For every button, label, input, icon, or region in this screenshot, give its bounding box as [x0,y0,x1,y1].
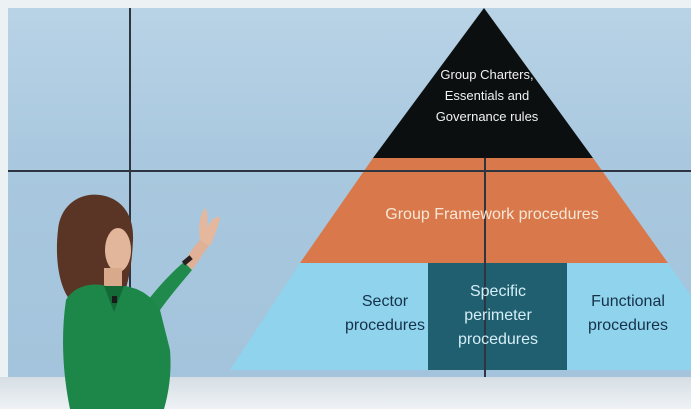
specific-line-2: perimeter [464,307,532,324]
presenter-blouse [63,284,171,409]
functional-line-2: procedures [587,317,669,334]
functional-procedures-label: Functional procedures [566,290,690,338]
specific-line-1: Specific [469,283,527,300]
sector-procedures-label: Sector procedures [330,290,440,338]
screen-seam-vertical-right [484,158,486,377]
presenter-forearm [184,238,210,270]
apex-line-1: Group Charters, [440,67,534,82]
specific-perimeter-procedures-label: Specific perimeter procedures [430,280,566,352]
presenter-neck [104,268,122,290]
sector-line-1: Sector [361,293,409,310]
presenter-microphone [112,296,117,303]
pyramid-base-center [428,263,567,370]
presenter-bracelet [181,255,193,266]
apex-line-2: Essentials and [444,88,530,103]
screen-seam-vertical-left [129,8,131,377]
middle-layer-label: Group Framework procedures [385,206,599,223]
apex-label: Group Charters, Essentials and Governanc… [392,64,582,127]
apex-line-3: Governance rules [435,109,539,124]
specific-line-3: procedures [457,331,539,348]
screen-seam-horizontal [8,170,691,172]
sector-line-2: procedures [344,317,426,334]
presenter-raised-arm [148,262,192,310]
functional-line-1: Functional [591,293,665,310]
presenter-hand [199,208,220,246]
pyramid-base-right [567,263,691,370]
pyramid-apex [373,8,593,158]
presenter-face [105,228,131,272]
pyramid-base-left [230,263,430,370]
